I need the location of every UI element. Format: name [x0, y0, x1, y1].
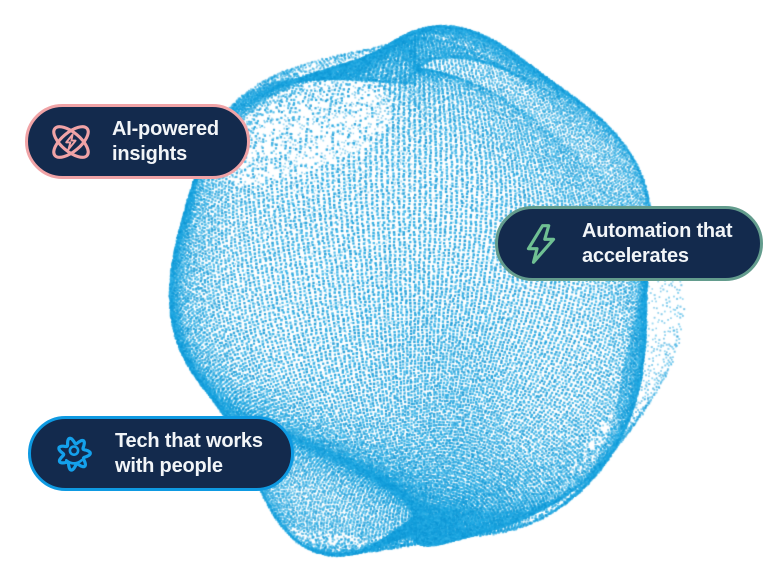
- badge-label: AI-powered insights: [112, 117, 219, 167]
- badge-label-line1: AI-powered: [112, 117, 219, 140]
- gear-person-icon: [50, 430, 98, 478]
- badge-label: Automation that accelerates: [582, 219, 733, 269]
- badge-ai-powered-insights[interactable]: AI-powered insights: [25, 104, 250, 179]
- orbit-bolt-icon: [47, 118, 95, 166]
- badge-label-line2: accelerates: [582, 244, 689, 267]
- lightning-bolt-icon: [517, 220, 565, 268]
- badge-automation-accelerates[interactable]: Automation that accelerates: [495, 206, 764, 281]
- badge-tech-works-with-people[interactable]: Tech that works with people: [28, 416, 294, 491]
- badge-label-line1: Automation that: [582, 219, 733, 242]
- badge-label-line1: Tech that works: [115, 429, 263, 452]
- badge-label: Tech that works with people: [115, 429, 263, 479]
- badge-label-line2: insights: [112, 142, 188, 165]
- badge-label-line2: with people: [115, 454, 223, 477]
